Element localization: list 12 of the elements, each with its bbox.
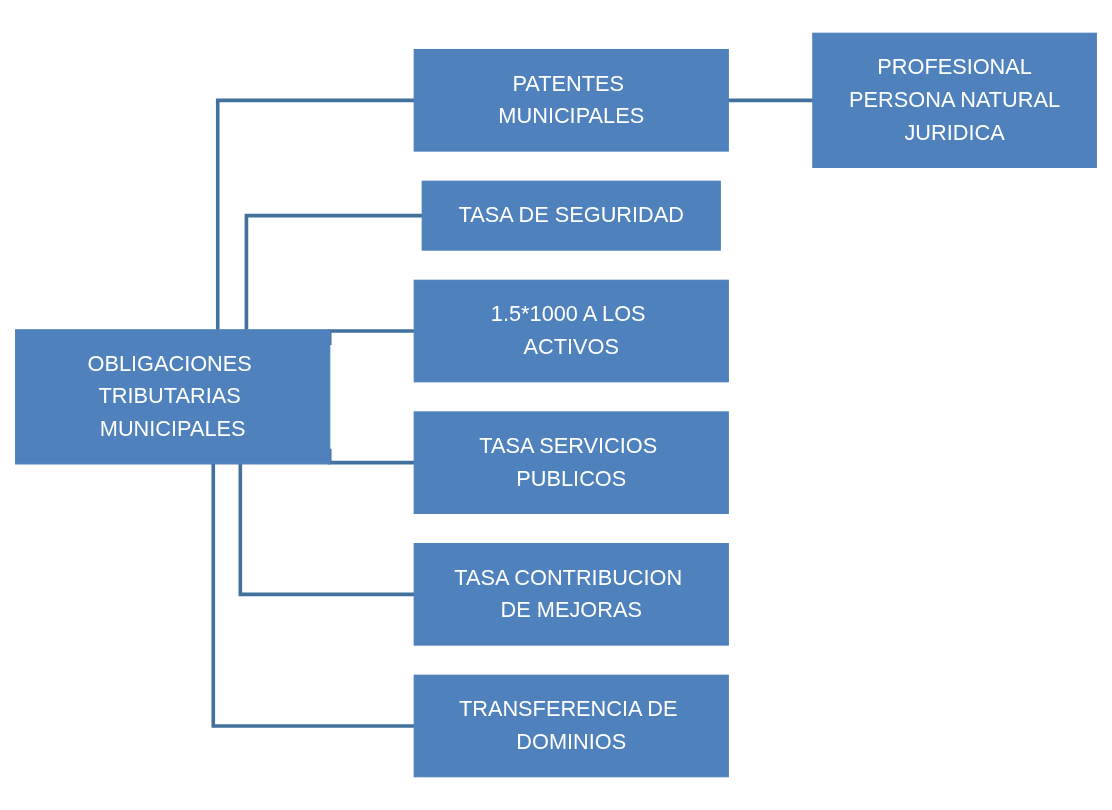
connector <box>244 213 423 330</box>
connector <box>215 98 415 330</box>
node-box: TASA DE SEGURIDAD <box>421 180 721 251</box>
node-box: 1.5*1000 A LOS ACTIVOS <box>413 279 729 383</box>
node-box: OBLIGACIONES TRIBUTARIAS MUNICIPALES <box>15 329 331 465</box>
connector <box>211 463 415 728</box>
connector <box>238 463 415 597</box>
node-box: PATENTES MUNICIPALES <box>413 49 729 152</box>
node-box: TRANSFERENCIA DE DOMINIOS <box>413 674 729 778</box>
node-box: TASA SERVICIOS PUBLICOS <box>413 411 729 514</box>
node-box: TASA CONTRIBUCION DE MEJORAS <box>413 543 729 646</box>
node-box: PROFESIONAL PERSONA NATURAL JURIDICA <box>812 32 1097 168</box>
